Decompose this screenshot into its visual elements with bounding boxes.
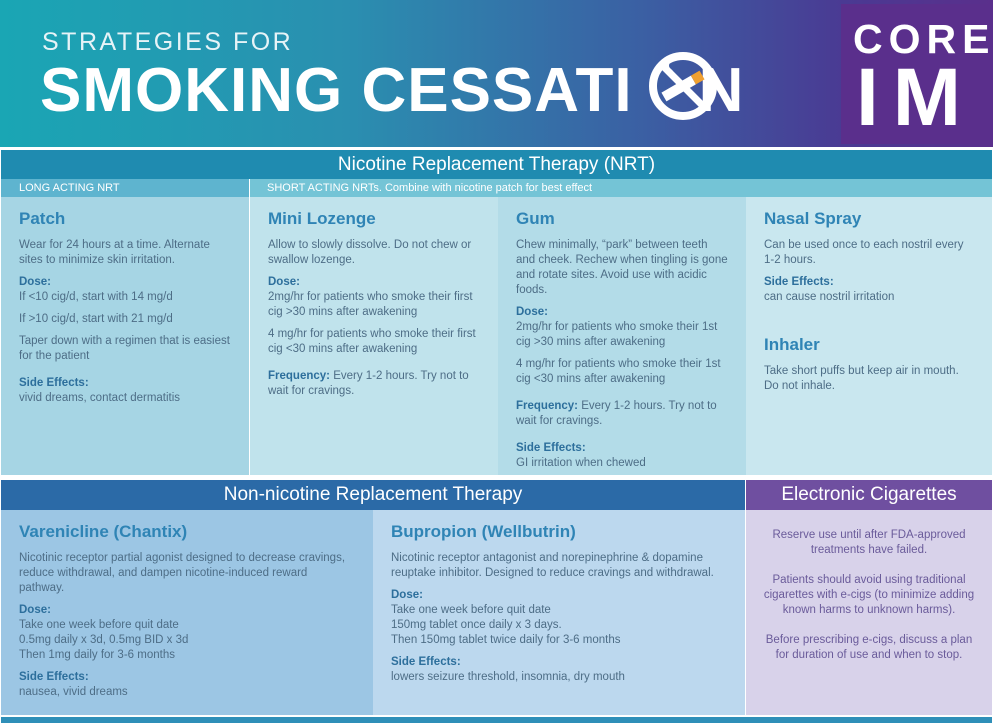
- short-acting-label: SHORT ACTING NRTs. Combine with nicotine…: [250, 179, 992, 197]
- varenicline-desc: Nicotinic receptor partial agonist desig…: [19, 552, 346, 594]
- gum-side: GI irritation when chewed: [516, 457, 646, 469]
- ecig-p1: Reserve use until after FDA-approved tre…: [772, 529, 966, 556]
- non-nicotine-heading: Non-nicotine Replacement Therapy: [1, 480, 745, 510]
- nrt-heading: Nicotine Replacement Therapy (NRT): [1, 150, 992, 179]
- varenicline-side: nausea, vivid dreams: [19, 686, 128, 698]
- lozenge-dose-label: Dose:: [268, 276, 300, 288]
- ecig-panel: Reserve use until after FDA-approved tre…: [746, 510, 992, 715]
- lozenge-freq-label: Frequency:: [268, 370, 330, 382]
- varenicline-dose-label: Dose:: [19, 604, 51, 616]
- header-subtitle: STRATEGIES FOR: [42, 28, 294, 56]
- bottom-rule: [1, 717, 992, 723]
- patch-side: vivid dreams, contact dermatitis: [19, 392, 181, 404]
- ecig-p3: Before prescribing e-cigs, discuss a pla…: [765, 634, 973, 661]
- gum-desc: Chew minimally, “park” between teeth and…: [516, 239, 728, 296]
- patch-title: Patch: [19, 209, 66, 228]
- nasal-inhaler-column: Nasal Spray Can be used once to each nos…: [746, 197, 992, 475]
- varenicline-dose-2: 0.5mg daily x 3d, 0.5mg BID x 3d: [19, 634, 189, 646]
- lozenge-dose-2: 4 mg/hr for patients who smoke their fir…: [268, 328, 476, 355]
- varenicline-side-label: Side Effects:: [19, 671, 89, 683]
- bupropion-desc: Nicotinic receptor antagonist and norepi…: [391, 552, 714, 579]
- lozenge-frequency: Frequency: Every 1-2 hours. Try not to w…: [268, 369, 480, 399]
- inhaler-desc: Take short puffs but keep air in mouth. …: [764, 365, 959, 392]
- bupropion-dose-3: Then 150mg tablet twice daily for 3-6 mo…: [391, 634, 621, 646]
- patch-side-label: Side Effects:: [19, 377, 89, 389]
- bupropion-panel: Bupropion (Wellbutrin) Nicotinic recepto…: [373, 510, 745, 715]
- lozenge-desc: Allow to slowly dissolve. Do not chew or…: [268, 239, 472, 266]
- patch-dose-2: If >10 cig/d, start with 21 mg/d: [19, 313, 173, 325]
- header-title-left: SMOKING CESSATI: [40, 56, 633, 125]
- bupropion-dose-2: 150mg tablet once daily x 3 days.: [391, 619, 562, 631]
- gum-dose-2: 4 mg/hr for patients who smoke their 1st…: [516, 358, 721, 385]
- inhaler-title: Inhaler: [764, 335, 820, 354]
- patch-desc: Wear for 24 hours at a time. Alternate s…: [19, 239, 210, 266]
- patch-dose-label: Dose:: [19, 276, 51, 288]
- lozenge-freq-text: Every 1-2 hours. Try not to wait for cra…: [268, 370, 469, 397]
- ecig-heading: Electronic Cigarettes: [746, 480, 992, 510]
- core-im-logo: CORE IM: [841, 4, 993, 144]
- gum-frequency: Frequency: Every 1-2 hours. Try not to w…: [516, 399, 728, 429]
- nasal-desc: Can be used once to each nostril every 1…: [764, 239, 964, 266]
- nasal-side-label: Side Effects:: [764, 276, 834, 288]
- nasal-side: can cause nostril irritation: [764, 291, 895, 303]
- brand-top: CORE: [853, 16, 993, 62]
- bupropion-dose-1: Take one week before quit date: [391, 604, 551, 616]
- lozenge-dose-1: 2mg/hr for patients who smoke their firs…: [268, 291, 473, 318]
- varenicline-panel: Varenicline (Chantix) Nicotinic receptor…: [1, 510, 373, 715]
- bupropion-dose-label: Dose:: [391, 589, 423, 601]
- gum-dose-label: Dose:: [516, 306, 548, 318]
- varenicline-title: Varenicline (Chantix): [19, 522, 188, 541]
- lozenge-column: Mini Lozenge Allow to slowly dissolve. D…: [250, 197, 498, 475]
- brand-bottom: IM: [856, 52, 976, 143]
- bupropion-side: lowers seizure threshold, insomnia, dry …: [391, 671, 625, 683]
- gum-title: Gum: [516, 209, 555, 228]
- patch-column: Patch Wear for 24 hours at a time. Alter…: [1, 197, 249, 475]
- bupropion-title: Bupropion (Wellbutrin): [391, 522, 576, 541]
- nasal-title: Nasal Spray: [764, 209, 862, 228]
- gum-column: Gum Chew minimally, “park” between teeth…: [498, 197, 746, 475]
- no-smoking-icon: [649, 52, 717, 120]
- varenicline-dose-3: Then 1mg daily for 3-6 months: [19, 649, 175, 661]
- patch-dose-1: If <10 cig/d, start with 14 mg/d: [19, 291, 173, 303]
- gum-dose-1: 2mg/hr for patients who smoke their 1st …: [516, 321, 718, 348]
- gum-side-label: Side Effects:: [516, 442, 586, 454]
- gum-freq-label: Frequency:: [516, 400, 578, 412]
- long-acting-label: LONG ACTING NRT: [1, 179, 249, 197]
- gum-freq-text: Every 1-2 hours. Try not to wait for cra…: [516, 400, 717, 427]
- varenicline-dose-1: Take one week before quit date: [19, 619, 179, 631]
- bupropion-side-label: Side Effects:: [391, 656, 461, 668]
- patch-dose-3: Taper down with a regimen that is easies…: [19, 335, 230, 362]
- lozenge-title: Mini Lozenge: [268, 209, 376, 228]
- ecig-p2: Patients should avoid using traditional …: [763, 574, 975, 616]
